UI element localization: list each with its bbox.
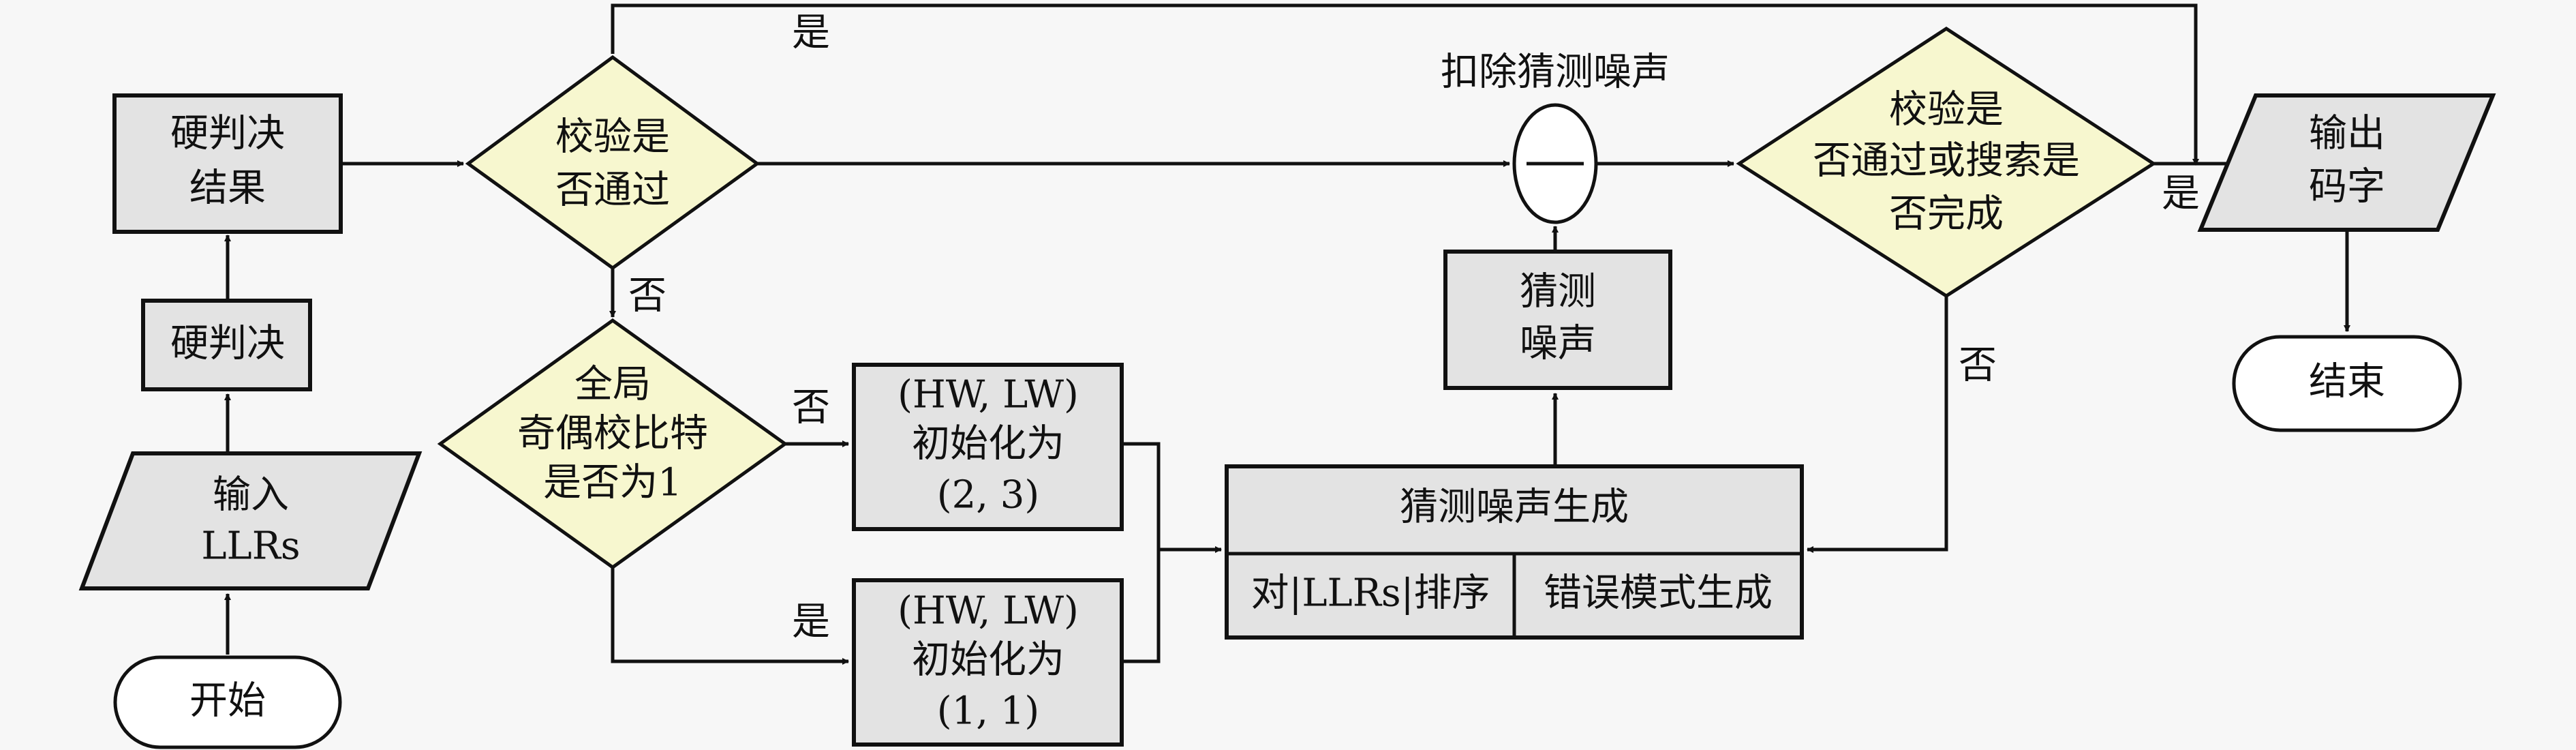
init11-line1: (HW, LW)	[898, 589, 1079, 633]
start-node: 开始	[113, 655, 342, 749]
init-2-3-node: (HW, LW) 初始化为 (2, 3)	[852, 363, 1124, 531]
init-1-1-node: (HW, LW) 初始化为 (1, 1)	[852, 578, 1124, 747]
gen-error-pattern: 错误模式生成	[1544, 571, 1773, 616]
label-parity-yes: 是	[792, 600, 830, 644]
label-parity-no: 否	[792, 386, 830, 430]
hard-result-node: 硬判决 结果	[112, 93, 343, 234]
end-node: 结束	[2232, 335, 2462, 432]
check1-decision: 校验是 否通过	[465, 55, 761, 271]
edge-parity-yes-to-init11	[611, 567, 849, 665]
subtract-node: 扣除猜测噪声	[1441, 50, 1670, 224]
check1-line1: 校验是	[555, 115, 670, 160]
parity-line1: 全局	[574, 363, 651, 407]
edge-check2-no-to-gen	[1807, 296, 1948, 553]
check2-line3: 否完成	[1889, 192, 2004, 237]
guess-line1: 猜测	[1520, 270, 1596, 314]
output-line2: 码字	[2309, 165, 2385, 209]
label-check2-no: 否	[1959, 344, 1997, 388]
guess-noise-node: 猜测 噪声	[1443, 250, 1672, 390]
parity-decision: 全局 奇偶校比特 是否为1	[437, 318, 788, 570]
input-label-line1: 输入	[213, 473, 289, 518]
noise-generation-node: 猜测噪声生成 对|LLRs|排序 错误模式生成	[1225, 464, 1804, 640]
gen-title: 猜测噪声生成	[1400, 485, 1629, 530]
guess-line2: 噪声	[1520, 322, 1596, 366]
check2-line2: 否通过或搜索是	[1813, 139, 2080, 183]
init23-line2: 初始化为	[912, 422, 1064, 466]
edge-check1-yes-to-output	[611, 3, 2199, 166]
hard-result-line1: 硬判决	[170, 112, 285, 156]
parity-line3: 是否为1	[543, 461, 682, 505]
label-check1-no: 否	[628, 274, 666, 318]
label-check2-yes: 是	[2162, 172, 2200, 216]
input-label-line2: LLRs	[201, 524, 300, 569]
check2-line1: 校验是	[1889, 88, 2004, 132]
output-node: 输出 码字	[2197, 93, 2496, 232]
check2-decision: 校验是 否通过或搜索是 否完成	[1736, 27, 2157, 298]
end-label: 结束	[2309, 360, 2385, 404]
start-label: 开始	[189, 679, 266, 723]
check1-line2: 否通过	[555, 168, 670, 213]
gen-sort-llrs: 对|LLRs|排序	[1251, 571, 1490, 616]
input-node: 输入 LLRs	[78, 451, 423, 590]
init11-line2: 初始化为	[912, 638, 1064, 682]
init23-line1: (HW, LW)	[898, 373, 1079, 417]
parity-line2: 奇偶校比特	[517, 412, 708, 456]
init11-line3: (1, 1)	[937, 689, 1040, 734]
hard-decision-node: 硬判决	[141, 299, 312, 391]
connectors	[224, 3, 2350, 665]
hard-result-line2: 结果	[189, 166, 266, 211]
init23-line3: (2, 3)	[937, 473, 1040, 518]
output-line1: 输出	[2309, 112, 2385, 156]
label-check1-yes: 是	[792, 11, 830, 55]
subtract-label: 扣除猜测噪声	[1441, 50, 1670, 95]
edge-init-merge	[1122, 442, 1161, 663]
hard-decision-label: 硬判决	[170, 322, 285, 366]
